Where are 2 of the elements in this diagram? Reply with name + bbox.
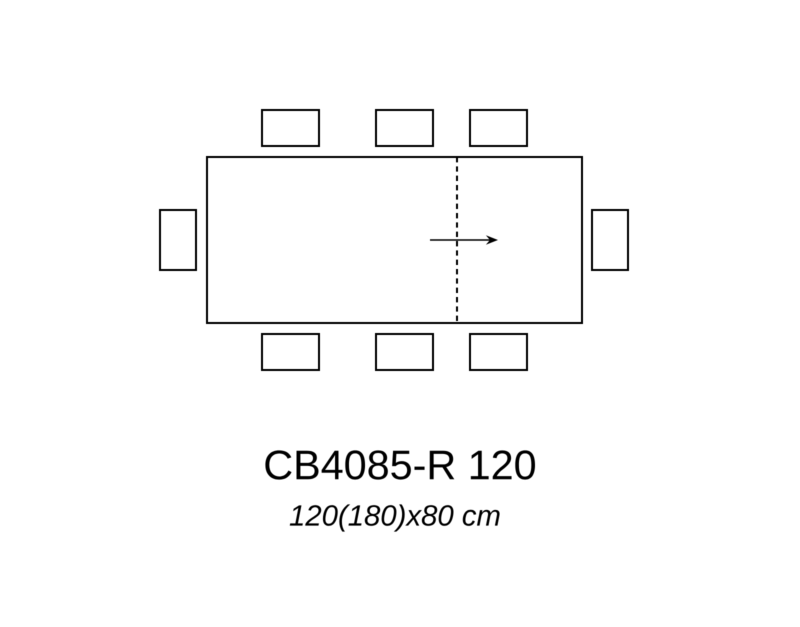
model-label: CB4085-R 120 (265, 450, 536, 480)
model-label: 120(180)x80 cm (290, 504, 500, 532)
